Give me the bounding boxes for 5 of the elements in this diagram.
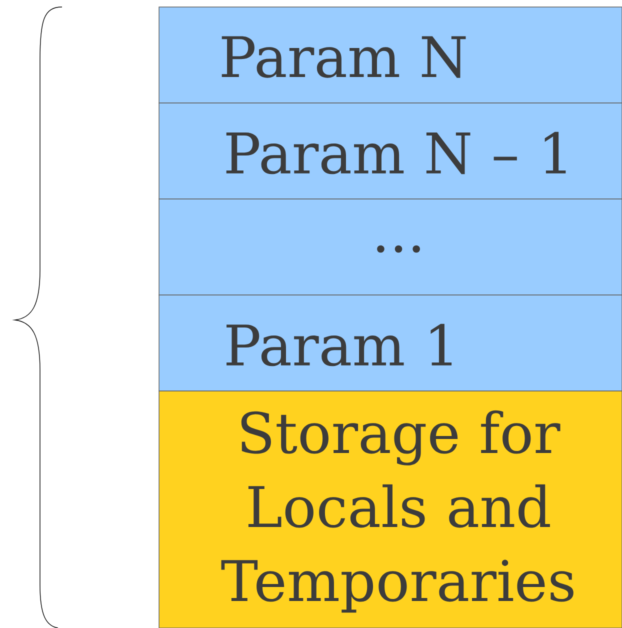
stack-cell: Param 1 <box>158 294 622 392</box>
stack-cell: Storage for Locals and Temporaries <box>158 390 622 628</box>
stack-cell: ... <box>158 198 622 296</box>
stack-cell: Param N <box>158 6 622 104</box>
stack-cell: Param N – 1 <box>158 102 622 200</box>
